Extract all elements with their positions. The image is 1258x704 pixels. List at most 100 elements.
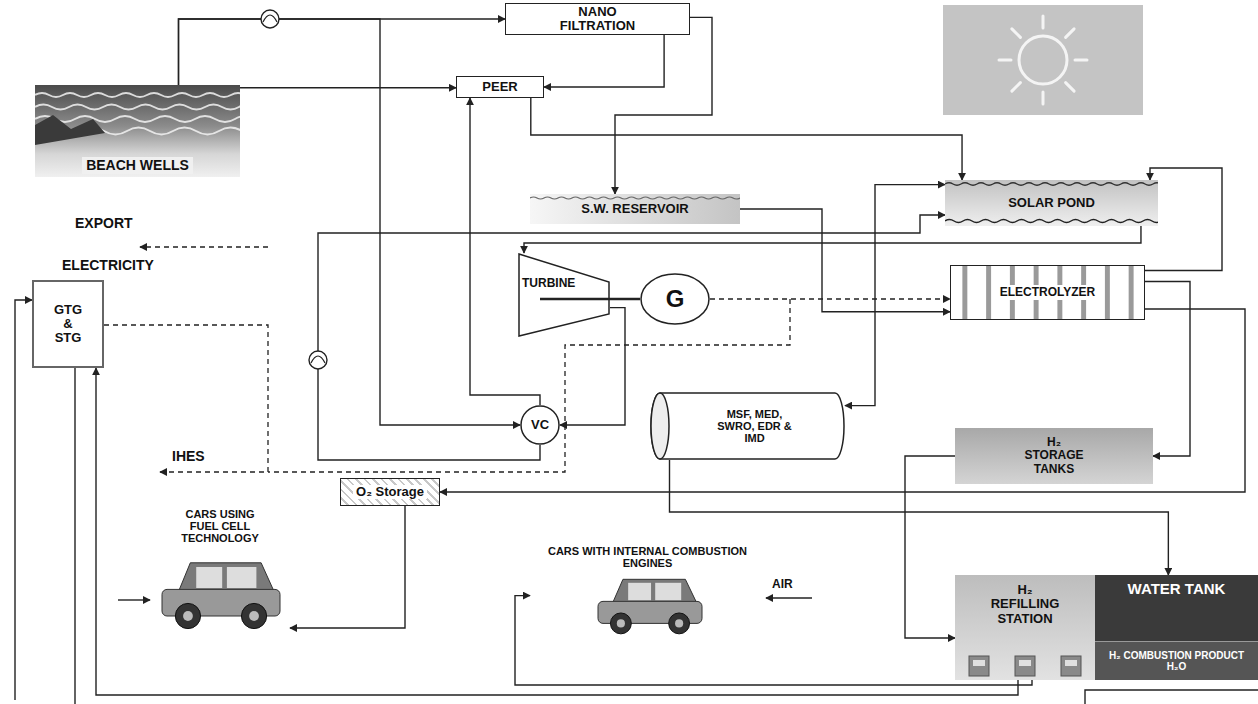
car-window bbox=[628, 583, 651, 600]
car-drawing bbox=[598, 579, 702, 634]
electrode-bar bbox=[962, 266, 967, 319]
tank-box: WATER TANK H₂ COMBUSTION PRODUCT H₂O bbox=[1095, 575, 1258, 680]
cylinder-vessel: MSF, MED, SWRO, EDR & IMD bbox=[650, 392, 845, 460]
node-label: WATER TANK bbox=[1128, 581, 1226, 598]
compressor-circle: VC bbox=[520, 405, 560, 445]
node-body: H₂ COMBUSTION PRODUCT H₂O bbox=[1095, 641, 1258, 680]
car-drawing bbox=[162, 563, 280, 629]
car-hub bbox=[183, 611, 193, 621]
car-wheel bbox=[241, 603, 266, 628]
flow-connector bbox=[531, 98, 962, 180]
turbine-outline bbox=[518, 253, 610, 337]
wave-line bbox=[530, 197, 740, 199]
car-window bbox=[196, 567, 222, 588]
sun-rays bbox=[999, 16, 1087, 104]
pump-screen bbox=[1019, 660, 1031, 666]
car-window bbox=[227, 567, 257, 588]
cylinder-end bbox=[651, 393, 669, 459]
electrode-bar bbox=[1129, 266, 1134, 319]
car-cabin bbox=[613, 579, 697, 603]
turbine-shaft bbox=[610, 298, 640, 301]
cylinder-body bbox=[651, 393, 844, 459]
node-label: H₂ REFILLING STATION bbox=[991, 583, 1060, 626]
node-label: TURBINE bbox=[522, 277, 575, 290]
turbine-symbol: TURBINE bbox=[518, 253, 610, 337]
flow-connector bbox=[710, 298, 950, 299]
fuel-pump bbox=[969, 656, 989, 676]
car-picture: CARS WITH INTERNAL COMBUSTION ENGINES bbox=[530, 545, 765, 637]
pump-screen bbox=[973, 660, 985, 666]
car-wheel bbox=[669, 613, 690, 634]
circle-outline bbox=[641, 274, 709, 324]
node-label: SOLAR POND bbox=[1008, 196, 1095, 210]
air-arrow bbox=[766, 597, 812, 598]
flow-connector bbox=[560, 308, 625, 425]
flow-connector bbox=[740, 209, 950, 312]
node-label: CARS WITH INTERNAL COMBUSTION ENGINES bbox=[543, 545, 753, 569]
node-label: S.W. RESERVOIR bbox=[581, 202, 688, 216]
node-label: ELECTROLYZER bbox=[996, 285, 1100, 300]
flow-connector bbox=[615, 17, 712, 194]
pump-symbol bbox=[261, 10, 279, 28]
rock-shape bbox=[35, 115, 105, 145]
car-hub bbox=[249, 611, 259, 621]
node-label: G bbox=[666, 286, 685, 312]
reservoir-band: S.W. RESERVOIR bbox=[530, 194, 740, 224]
turbine-outline bbox=[519, 254, 609, 336]
annotation-label: ELECTRICITY bbox=[62, 258, 154, 273]
process-box: NANO FILTRATION bbox=[505, 3, 690, 35]
power-dashed-line bbox=[104, 325, 268, 472]
electrode-bar bbox=[1105, 266, 1110, 319]
flow-connector bbox=[524, 226, 1141, 253]
generator-circle: G bbox=[640, 273, 710, 325]
corner-box bbox=[1085, 690, 1258, 704]
storage-box: H₂ STORAGE TANKS bbox=[955, 428, 1153, 484]
pump-symbol bbox=[309, 351, 327, 369]
flow-connector bbox=[290, 506, 405, 628]
flow-connector bbox=[544, 35, 664, 87]
sun-panel bbox=[943, 5, 1143, 115]
car-wheel bbox=[610, 613, 631, 634]
flow-connector bbox=[240, 87, 456, 88]
car-feed-arrow bbox=[118, 599, 150, 600]
node-label: O₂ Storage bbox=[353, 485, 427, 499]
sun-picture bbox=[943, 5, 1143, 115]
wave-line bbox=[35, 116, 240, 122]
sun-disc bbox=[1019, 36, 1067, 84]
electrolyzer-box: ELECTROLYZER bbox=[950, 265, 1145, 320]
fuel-pump bbox=[1061, 656, 1081, 676]
wave-line bbox=[945, 183, 1158, 186]
turbine-shaft bbox=[540, 298, 610, 301]
outlet-line bbox=[74, 368, 75, 704]
node-label: CARS USING FUEL CELL TECHNOLOGY bbox=[174, 508, 266, 544]
car-hub bbox=[617, 619, 625, 627]
flow-connector bbox=[96, 368, 1018, 695]
flow-connector bbox=[318, 215, 945, 460]
wave-line bbox=[945, 220, 1158, 223]
circle-outline bbox=[521, 406, 559, 444]
node-label: MSF, MED, SWRO, EDR & IMD bbox=[709, 408, 801, 444]
pump-screen bbox=[1065, 660, 1077, 666]
flow-connector bbox=[470, 98, 540, 405]
process-box: PEER bbox=[456, 76, 544, 98]
flow-connector bbox=[845, 185, 945, 406]
feed-line bbox=[15, 300, 32, 700]
annotation-label: EXPORT bbox=[75, 216, 133, 231]
annotation-label: AIR bbox=[772, 578, 793, 591]
node-label: PEER bbox=[482, 80, 517, 94]
annotation-label: IHES bbox=[172, 449, 205, 464]
node-label: BEACH WELLS bbox=[82, 157, 193, 174]
node-label: GTG & STG bbox=[54, 303, 82, 346]
car-wheel bbox=[175, 603, 200, 628]
flow-connector bbox=[440, 309, 1245, 492]
station-box: H₂ REFILLING STATION bbox=[955, 575, 1095, 680]
car-window bbox=[655, 583, 681, 600]
node-label: NANO FILTRATION bbox=[560, 5, 635, 34]
electrode-bar bbox=[986, 266, 991, 319]
node-label: H₂ STORAGE TANKS bbox=[1024, 436, 1083, 476]
car-picture: CARS USING FUEL CELL TECHNOLOGY bbox=[150, 508, 290, 633]
export-dashed-arrow bbox=[140, 246, 268, 247]
process-box: GTG & STG bbox=[32, 280, 104, 368]
flow-connector bbox=[905, 456, 955, 638]
storage-box: O₂ Storage bbox=[340, 478, 440, 506]
